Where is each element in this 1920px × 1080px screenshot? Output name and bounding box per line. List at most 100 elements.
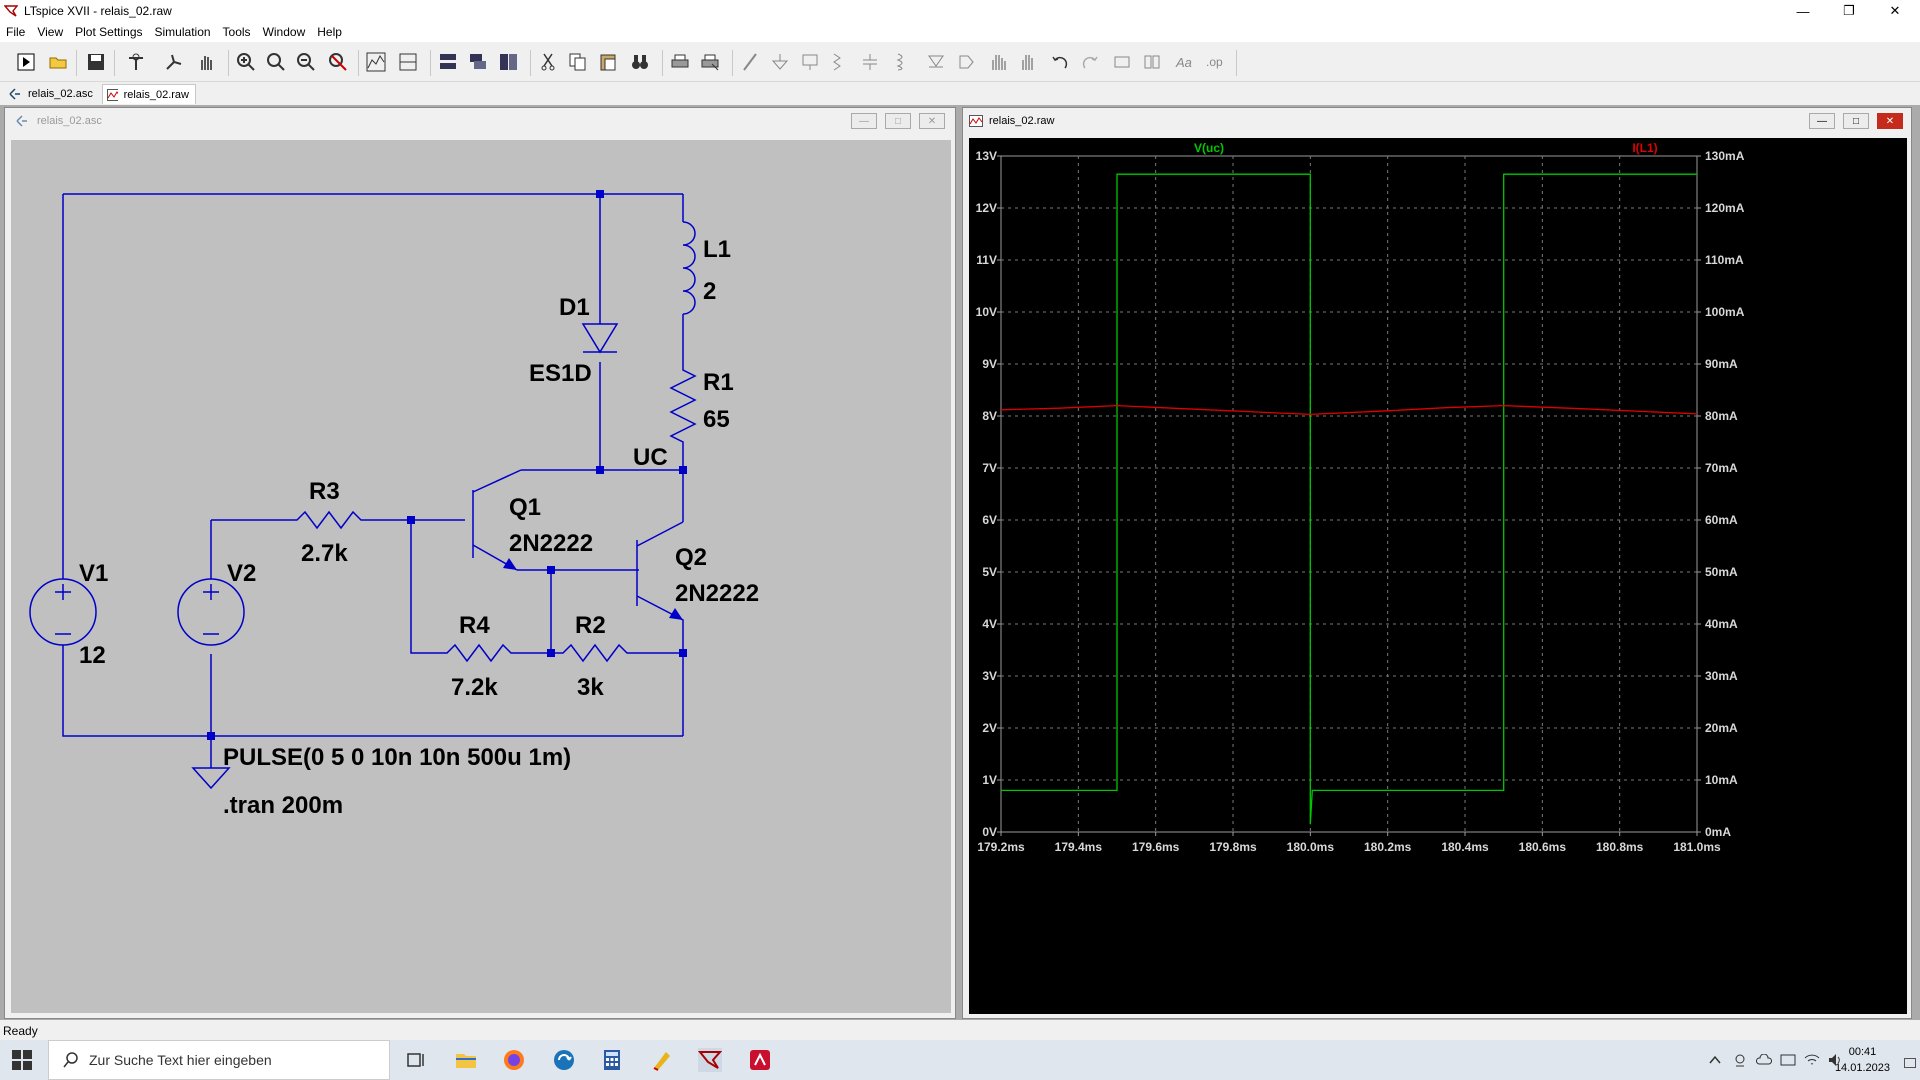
y2-tick-label: 20mA xyxy=(1705,721,1738,735)
restore-button[interactable]: ❐ xyxy=(1843,3,1855,18)
schematic-window: relais_02.asc — □ ✕ xyxy=(4,107,956,1019)
taskbar-search-box[interactable]: Zur Suche Text hier eingeben xyxy=(48,1040,390,1080)
text-icon[interactable]: Aa xyxy=(1172,50,1196,74)
drag-hand-icon[interactable] xyxy=(1016,50,1040,74)
run-icon[interactable] xyxy=(14,50,38,74)
schematic-maximize-button[interactable]: □ xyxy=(885,113,911,129)
notification-icon[interactable] xyxy=(1904,1056,1916,1068)
tab-relais-asc[interactable]: relais_02.asc xyxy=(4,84,100,104)
spice-directive-icon[interactable]: .op xyxy=(1202,50,1226,74)
tile-horizontal-icon[interactable] xyxy=(436,50,460,74)
tray-cloud-icon[interactable] xyxy=(1754,1040,1774,1080)
plot-maximize-button[interactable]: □ xyxy=(1843,113,1869,129)
menu-view[interactable]: View xyxy=(37,25,64,39)
menu-simulation[interactable]: Simulation xyxy=(154,25,211,39)
windows-taskbar: Zur Suche Text hier eingeben 00:41 14.01… xyxy=(0,1040,1920,1080)
status-text: Ready xyxy=(3,1024,38,1038)
q1-value: 2N2222 xyxy=(509,530,594,557)
r3-value: 2.7k xyxy=(301,540,348,567)
r4-value: 7.2k xyxy=(451,674,498,701)
toolbar: Aa .op xyxy=(0,44,1920,82)
menu-plot-settings[interactable]: Plot Settings xyxy=(75,25,143,39)
label-net-icon[interactable] xyxy=(798,50,822,74)
schematic-close-button[interactable]: ✕ xyxy=(919,113,945,129)
menu-bar: File View Plot Settings Simulation Tools… xyxy=(0,22,1920,42)
move-hand-icon[interactable] xyxy=(986,50,1010,74)
schematic-minimize-button[interactable]: — xyxy=(851,113,877,129)
capacitor-icon[interactable] xyxy=(858,50,882,74)
y2-tick-label: 10mA xyxy=(1705,773,1738,787)
print-preview-icon[interactable] xyxy=(698,50,722,74)
toolbar-separator xyxy=(358,50,359,76)
print-icon[interactable] xyxy=(668,50,692,74)
mirror-icon[interactable] xyxy=(1140,50,1164,74)
plot-minimize-button[interactable]: — xyxy=(1809,113,1835,129)
tray-chevron-up-icon[interactable] xyxy=(1706,1040,1724,1080)
calculator-icon[interactable] xyxy=(600,1048,624,1072)
menu-window[interactable]: Window xyxy=(262,25,306,39)
task-view-icon[interactable] xyxy=(404,1048,428,1072)
acrobat-icon[interactable] xyxy=(748,1048,772,1072)
rotate-icon[interactable] xyxy=(1110,50,1134,74)
pen-tool-icon[interactable] xyxy=(650,1048,674,1072)
close-button[interactable]: ✕ xyxy=(1889,3,1901,18)
file-explorer-icon[interactable] xyxy=(454,1048,478,1072)
redo-icon[interactable] xyxy=(1078,50,1102,74)
zoom-in-icon[interactable] xyxy=(234,50,258,74)
ltspice-taskbar-icon[interactable] xyxy=(697,1048,723,1072)
copy-icon[interactable] xyxy=(566,50,590,74)
schematic-canvas[interactable]: L1 2 D1 ES1D R1 65 UC R3 2.7k Q1 2N2222 … xyxy=(11,140,951,1013)
undo-icon[interactable] xyxy=(1048,50,1072,74)
cascade-icon[interactable] xyxy=(466,50,490,74)
diode-icon[interactable] xyxy=(924,50,948,74)
sync-app-icon[interactable] xyxy=(552,1048,576,1072)
window-title: LTspice XVII - relais_02.raw xyxy=(24,4,172,18)
search-icon xyxy=(63,1052,78,1068)
plot-close-button[interactable]: ✕ xyxy=(1877,113,1903,129)
ground-icon[interactable] xyxy=(768,50,792,74)
zoom-cancel-icon[interactable] xyxy=(326,50,350,74)
minimize-button[interactable]: — xyxy=(1796,3,1810,19)
q1-label: Q1 xyxy=(509,494,542,521)
tray-wifi-icon[interactable] xyxy=(1802,1040,1822,1080)
svg-text:Aa: Aa xyxy=(1175,55,1192,70)
windows-start-icon[interactable] xyxy=(12,1050,32,1070)
menu-tools[interactable]: Tools xyxy=(222,25,251,39)
manual-limits-icon[interactable] xyxy=(396,50,420,74)
trace-label-v-uc[interactable]: V(uc) xyxy=(1194,141,1224,155)
menu-help[interactable]: Help xyxy=(317,25,342,39)
taskbar-clock[interactable]: 00:41 14.01.2023 xyxy=(1835,1044,1890,1076)
resistor-icon[interactable] xyxy=(828,50,852,74)
trace-label-i-l1[interactable]: I(L1) xyxy=(1632,141,1657,155)
tile-vertical-icon[interactable] xyxy=(496,50,520,74)
toolbar-separator xyxy=(662,50,663,76)
find-binoculars-icon[interactable] xyxy=(628,50,652,74)
r2-label: R2 xyxy=(575,612,606,639)
y2-tick-label: 110mA xyxy=(1705,253,1744,267)
plot-window-title: relais_02.raw xyxy=(989,115,1055,127)
trace-il1 xyxy=(1000,404,1698,416)
menu-file[interactable]: File xyxy=(6,25,26,39)
open-folder-icon[interactable] xyxy=(46,50,70,74)
autorange-icon[interactable] xyxy=(364,50,388,74)
draw-wire-icon[interactable] xyxy=(738,50,762,74)
tab-relais-raw[interactable]: relais_02.raw xyxy=(102,84,196,104)
toolbar-separator xyxy=(114,50,115,76)
zoom-full-icon[interactable] xyxy=(264,50,288,74)
component-icon[interactable] xyxy=(954,50,978,74)
inductor-icon[interactable] xyxy=(888,50,912,74)
tray-device-icon[interactable] xyxy=(1778,1040,1798,1080)
paste-icon[interactable] xyxy=(596,50,620,74)
cut-icon[interactable] xyxy=(536,50,560,74)
save-icon[interactable] xyxy=(84,50,108,74)
control-panel-icon[interactable] xyxy=(124,50,148,74)
pan-hand-icon[interactable] xyxy=(194,50,218,74)
firefox-icon[interactable] xyxy=(502,1048,526,1072)
zoom-out-icon[interactable] xyxy=(294,50,318,74)
run-pointer-icon[interactable] xyxy=(162,50,186,74)
y-tick-label: 8V xyxy=(982,409,997,423)
tray-volume-icon[interactable] xyxy=(1826,1040,1846,1080)
tray-webcam-icon[interactable] xyxy=(1730,1040,1750,1080)
